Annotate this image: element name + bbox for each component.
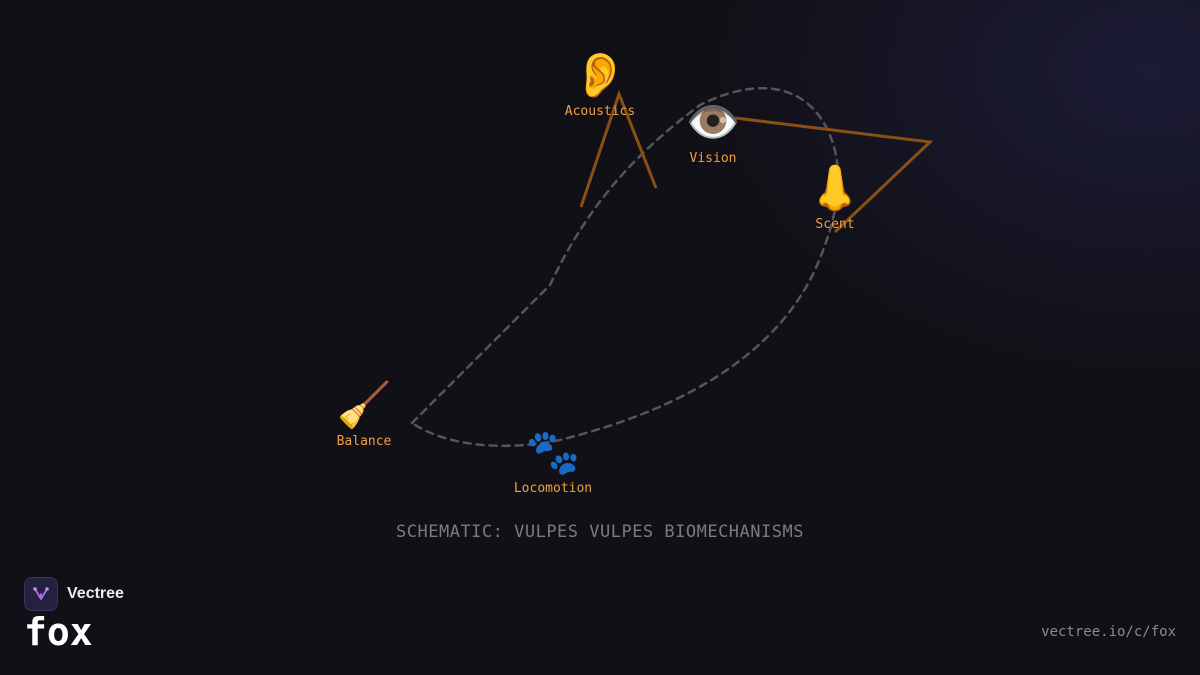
node-balance: 🧹 Balance (314, 380, 414, 450)
page-title: fox (24, 610, 93, 654)
ear-left-lines (579, 89, 658, 208)
node-label: Acoustics (564, 104, 636, 119)
node-acoustics: 👂 Acoustics (550, 50, 650, 120)
paw-prints-icon: 🐾 (525, 427, 581, 478)
vectree-logo-icon (24, 577, 58, 611)
diagram-caption: SCHEMATIC: VULPES VULPES BIOMECHANISMS (396, 522, 804, 542)
node-label: Locomotion (513, 481, 593, 496)
broom-icon: 🧹 (336, 380, 392, 431)
node-label: Balance (336, 434, 392, 449)
node-locomotion: 🐾 Locomotion (493, 427, 613, 497)
eye-icon: 👁️ (685, 97, 741, 148)
page-url[interactable]: vectree.io/c/fox (1041, 624, 1176, 640)
node-label: Scent (815, 217, 855, 232)
ear-icon: 👂 (572, 50, 628, 101)
brand: Vectree (24, 577, 124, 611)
brand-name: Vectree (67, 585, 124, 602)
node-scent: 👃 Scent (785, 163, 885, 233)
fox-body-outline (410, 87, 840, 448)
ear-right-lines (734, 116, 934, 234)
node-label: Vision (689, 151, 737, 166)
node-vision: 👁️ Vision (663, 97, 763, 167)
nose-icon: 👃 (807, 163, 863, 214)
